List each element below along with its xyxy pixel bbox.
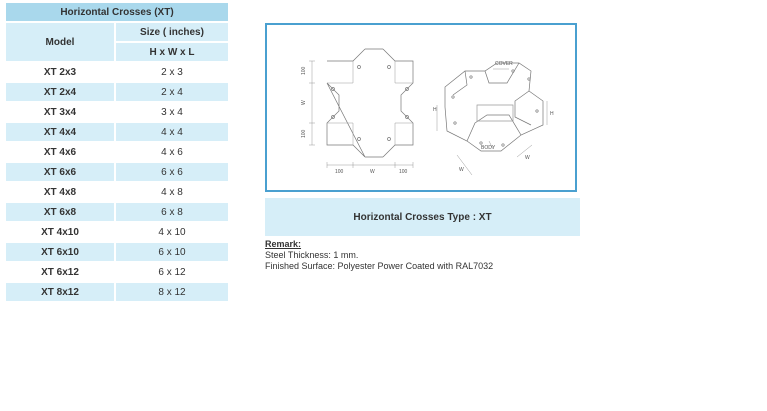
cover-label: COVER (495, 61, 513, 67)
size-cell: 2 x 3 (116, 61, 228, 81)
model-cell: XT 4x6 (6, 141, 116, 161)
figure-caption: Horizontal Crosses Type : XT (265, 198, 580, 236)
spec-table: Horizontal Crosses (XT) Model Size ( inc… (6, 3, 228, 301)
remark-line-surface: Finished Surface: Polyester Power Coated… (265, 261, 494, 271)
size-cell: 8 x 12 (116, 281, 228, 301)
size-cell: 6 x 12 (116, 261, 228, 281)
dim-label-top: 100 (301, 66, 307, 75)
dim-label-bottom: 100 (301, 129, 307, 138)
isometric-view (436, 62, 548, 176)
dim-label-w-iso-left: W (459, 167, 464, 173)
size-cell: 6 x 8 (116, 201, 228, 221)
model-cell: XT 4x4 (6, 121, 116, 141)
size-cell: 4 x 6 (116, 141, 228, 161)
dim-label-right: 100 (399, 169, 408, 175)
model-cell: XT 2x3 (6, 61, 116, 81)
size-cell: 3 x 4 (116, 101, 228, 121)
plan-view (309, 48, 414, 168)
dim-label-w-iso-right: W (525, 155, 530, 161)
column-header-model: Model (6, 23, 116, 61)
remark-block: Remark: Steel Thickness: 1 mm. Finished … (265, 239, 493, 272)
cross-technical-drawing: 100 W 100 100 W 100 COVER BODY H H W W (301, 48, 554, 176)
size-cell: 4 x 4 (116, 121, 228, 141)
remark-title: Remark: (265, 239, 302, 249)
dim-label-h-right: H (550, 111, 554, 117)
dim-label-w-vertical: W (301, 100, 307, 105)
size-cell: 4 x 8 (116, 181, 228, 201)
technical-drawing-frame: 100 W 100 100 W 100 COVER BODY H H W W (265, 23, 577, 192)
model-cell: XT 2x4 (6, 81, 116, 101)
remark-line-thickness: Steel Thickness: 1 mm. (265, 250, 359, 260)
size-cell: 2 x 4 (116, 81, 228, 101)
size-cell: 6 x 6 (116, 161, 228, 181)
column-header-dims: H x W x L (116, 43, 228, 61)
model-cell: XT 3x4 (6, 101, 116, 121)
dim-label-w-horizontal: W (370, 169, 375, 175)
size-cell: 4 x 10 (116, 221, 228, 241)
model-cell: XT 6x8 (6, 201, 116, 221)
caption-text: Horizontal Crosses Type : XT (353, 211, 492, 223)
body-label: BODY (481, 145, 496, 151)
model-cell: XT 4x10 (6, 221, 116, 241)
dim-label-left: 100 (335, 169, 344, 175)
table-title: Horizontal Crosses (XT) (6, 3, 228, 23)
model-cell: XT 6x6 (6, 161, 116, 181)
model-cell: XT 4x8 (6, 181, 116, 201)
column-header-size: Size ( inches) (116, 23, 228, 43)
model-cell: XT 6x12 (6, 261, 116, 281)
model-cell: XT 6x10 (6, 241, 116, 261)
size-cell: 6 x 10 (116, 241, 228, 261)
dim-label-h-left: H (433, 107, 437, 113)
model-cell: XT 8x12 (6, 281, 116, 301)
